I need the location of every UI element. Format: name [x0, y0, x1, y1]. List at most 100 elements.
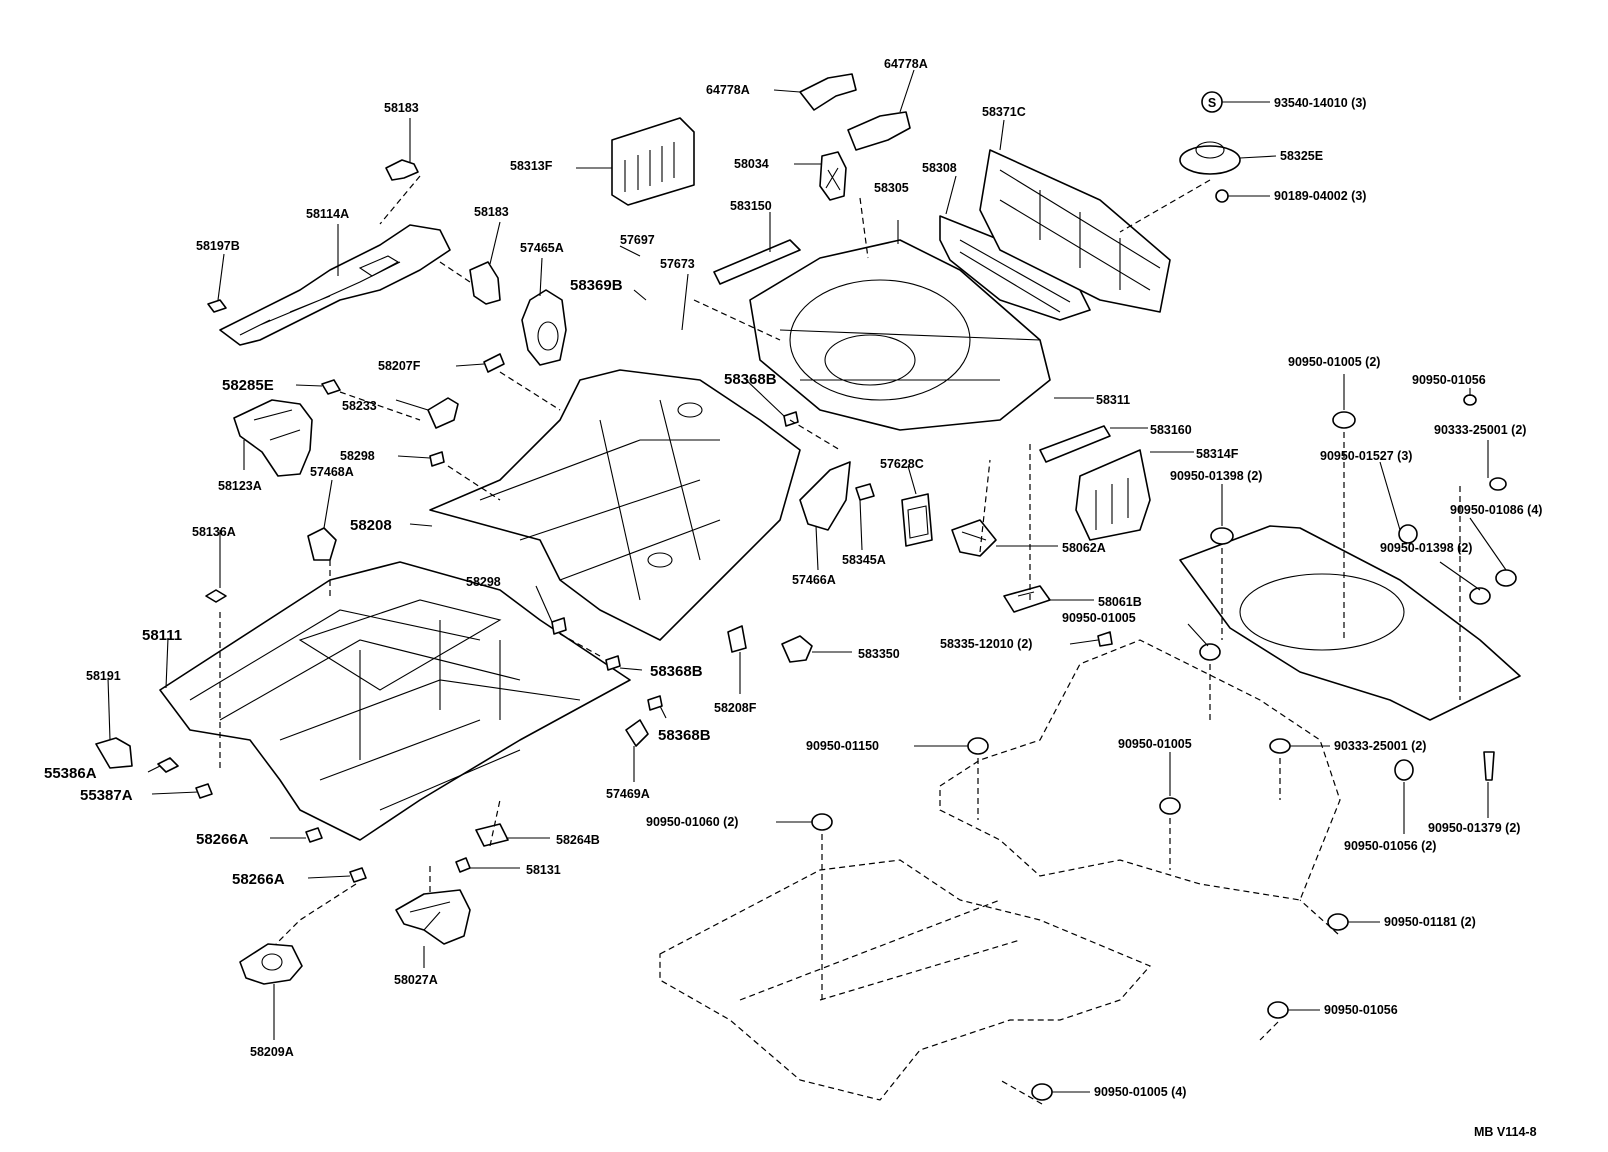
part-58266a-upper: [305, 827, 323, 843]
label-58368b-middle: 58368B: [650, 663, 703, 680]
part-labels: 58183 58114A 58197B 58183 57465A 57697 5…: [44, 57, 1542, 1139]
label-90950-01379: 90950-01379 (2): [1428, 821, 1520, 835]
label-58123a: 58123A: [218, 479, 262, 493]
label-58285e: 58285E: [222, 377, 274, 394]
part-58325e: [1179, 141, 1241, 175]
plug-90950-01056-a: [1463, 394, 1477, 406]
label-57468a: 57468A: [310, 465, 354, 479]
part-under-floor-front: [659, 859, 1152, 1101]
s-symbol: S: [1208, 96, 1216, 110]
part-58209a: [239, 943, 303, 985]
label-58314f: 58314F: [1196, 447, 1239, 461]
part-58345a: [855, 483, 875, 501]
label-58266a-upper: 58266A: [196, 831, 249, 848]
plug-90950-01060: [811, 813, 833, 831]
part-58335d: [781, 635, 813, 663]
label-90189-04002: 90189-04002 (3): [1274, 189, 1366, 203]
plug-90950-01398-b: [1469, 587, 1491, 605]
part-58371c: [979, 149, 1171, 313]
label-57469a: 57469A: [606, 787, 650, 801]
label-90950-01056-a: 90950-01056: [1412, 373, 1486, 387]
label-90950-01527: 90950-01527 (3): [1320, 449, 1412, 463]
label-57697: 57697: [620, 233, 655, 247]
label-58034: 58034: [734, 157, 769, 171]
assembly-lines: [219, 175, 1461, 1105]
part-58197b: [207, 299, 227, 313]
label-55386a: 55386A: [44, 765, 97, 782]
label-58233: 58233: [342, 399, 377, 413]
part-57466a: [799, 461, 851, 531]
label-90950-01056-2: 90950-01056 (2): [1344, 839, 1436, 853]
label-58027a: 58027A: [394, 973, 438, 987]
plug-90950-01086: [1495, 569, 1517, 587]
part-90189-bolt: [1215, 189, 1229, 203]
label-58111: 58111: [142, 627, 182, 644]
part-93540-plug: S: [1201, 91, 1223, 113]
label-90950-01005-b: 90950-01005: [1118, 737, 1192, 751]
label-93540-14010: 93540-14010 (3): [1274, 96, 1366, 110]
label-64778a-right: 64778A: [884, 57, 928, 71]
plug-90950-01056-c: [1267, 1001, 1289, 1019]
footer-code: MB V114-8: [1474, 1125, 1537, 1139]
label-57465a: 57465A: [520, 241, 564, 255]
part-64778a-left: [799, 73, 857, 111]
label-58136a: 58136A: [192, 525, 236, 539]
part-57465a: [521, 289, 567, 366]
part-58314f: [1075, 449, 1151, 541]
part-58311: [749, 239, 1051, 431]
label-58371c: 58371C: [982, 105, 1026, 119]
plug-58335-12010: [1097, 631, 1113, 647]
plug-90950-01181: [1327, 913, 1349, 931]
label-90950-01181: 90950-01181 (2): [1384, 915, 1476, 929]
label-58369b: 58369B: [570, 277, 623, 294]
part-58111: [159, 561, 631, 841]
part-58233: [427, 397, 459, 429]
label-90950-01398-a: 90950-01398 (2): [1170, 469, 1262, 483]
label-90333-25001-b: 90333-25001 (2): [1334, 739, 1426, 753]
label-57673: 57673: [660, 257, 695, 271]
part-58191: [95, 737, 133, 769]
label-58266a-lower: 58266A: [232, 871, 285, 888]
label-57628c: 57628C: [880, 457, 924, 471]
label-90950-01398-b: 90950-01398 (2): [1380, 541, 1472, 555]
part-58298-upper: [429, 451, 445, 467]
part-58062a: [951, 519, 997, 557]
plug-90950-01005-d: [1031, 1083, 1053, 1101]
label-58183-top: 58183: [384, 101, 419, 115]
label-58298-upper: 58298: [340, 449, 375, 463]
part-58298-lower: [551, 617, 567, 635]
part-57628c: [901, 493, 933, 547]
part-58368b-middle: [605, 655, 621, 671]
label-58197b: 58197B: [196, 239, 240, 253]
part-58208f: [727, 625, 747, 653]
part-58183-second: [469, 261, 501, 305]
label-58315d: 583150: [730, 199, 772, 213]
part-58123a: [233, 399, 313, 477]
part-55387a: [195, 783, 213, 799]
label-64778a-left: 64778A: [706, 83, 750, 97]
label-58131: 58131: [526, 863, 561, 877]
label-58208f: 58208F: [714, 701, 757, 715]
label-58316d: 583160: [1150, 423, 1192, 437]
label-90950-01060: 90950-01060 (2): [646, 815, 738, 829]
part-58027a: [395, 889, 471, 945]
leader-lines: [107, 69, 1507, 1093]
label-90950-01005-4: 90950-01005 (4): [1094, 1085, 1186, 1099]
label-58208: 58208: [350, 517, 392, 534]
part-58183-top: [385, 159, 419, 181]
part-58285e: [321, 379, 341, 395]
part-64778a-right: [847, 111, 911, 151]
label-90333-25001-a: 90333-25001 (2): [1434, 423, 1526, 437]
label-58298-lower: 58298: [466, 575, 501, 589]
label-90950-01005-2: 90950-01005 (2): [1288, 355, 1380, 369]
label-58313f: 58313F: [510, 159, 553, 173]
label-58207f: 58207F: [378, 359, 421, 373]
label-58368b-upper: 58368B: [724, 371, 777, 388]
label-58114a: 58114A: [306, 207, 349, 221]
part-under-floor-middle: [939, 639, 1341, 901]
label-58335-12010: 58335-12010 (2): [940, 637, 1032, 651]
plug-90950-01005-c: [1159, 797, 1181, 815]
label-90950-01056-b: 90950-01056: [1324, 1003, 1398, 1017]
plug-90333-25001-a: [1489, 477, 1507, 491]
